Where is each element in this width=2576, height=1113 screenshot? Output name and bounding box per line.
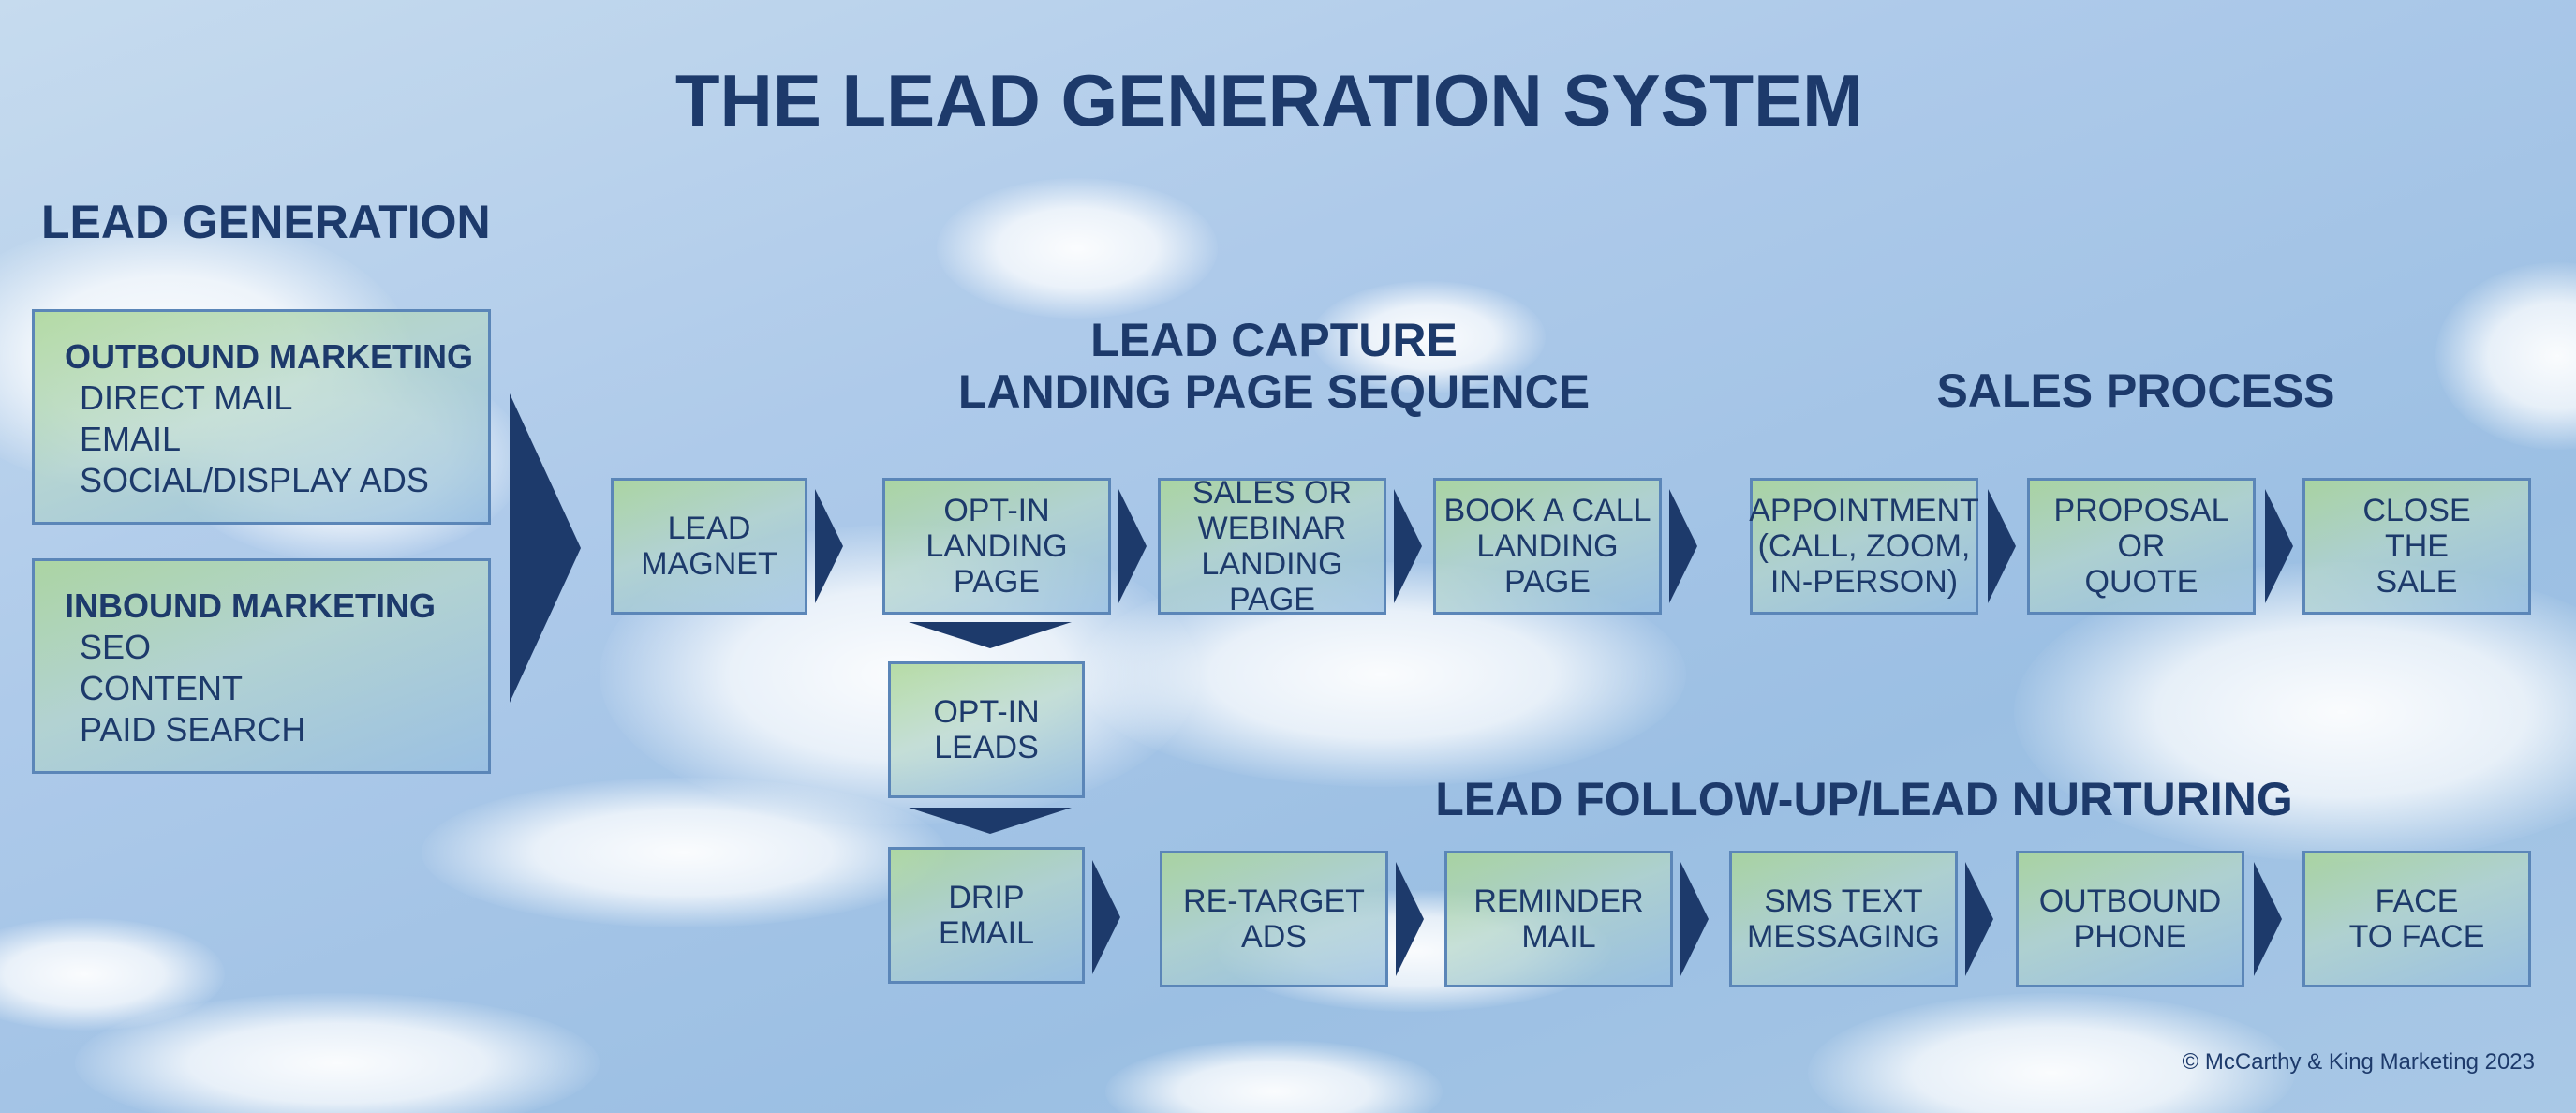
page-title-wrap: THE LEAD GENERATION SYSTEM <box>0 58 2576 143</box>
right-arrow-icon <box>1092 860 1120 974</box>
big-right-arrow-icon <box>510 393 581 703</box>
right-arrow-icon <box>1965 862 1993 976</box>
page-title: THE LEAD GENERATION SYSTEM <box>674 59 1864 141</box>
outbound-item: DIRECT MAIL <box>80 378 293 417</box>
book-a-call-landing-page-box: BOOK A CALL LANDING PAGE <box>1433 478 1662 615</box>
right-arrow-icon <box>1118 489 1147 603</box>
sales-webinar-landing-page-box: SALES OR WEBINAR LANDING PAGE <box>1158 475 1386 617</box>
inbound-item: SEO <box>80 628 152 666</box>
right-arrow-icon <box>1680 862 1709 976</box>
proposal-or-quote-box: PROPOSAL OR QUOTE <box>2027 478 2256 615</box>
close-the-sale-box: CLOSE THE SALE <box>2302 478 2531 615</box>
right-arrow-icon <box>2254 862 2282 976</box>
inbound-item: CONTENT <box>80 669 243 707</box>
heading-lead-capture: LEAD CAPTURE LANDING PAGE SEQUENCE <box>957 314 1591 418</box>
heading-sales-process: SALES PROCESS <box>1936 364 2335 417</box>
heading-follow-up: LEAD FOLLOW-UP/LEAD NURTURING <box>1435 773 2293 825</box>
inbound-marketing-title: INBOUND MARKETING <box>65 586 436 625</box>
inbound-item: PAID SEARCH <box>80 710 306 749</box>
outbound-item: EMAIL <box>80 420 182 458</box>
copyright-notice: © McCarthy & King Marketing 2023 <box>2182 1049 2535 1075</box>
lead-magnet-box: LEAD MAGNET <box>611 478 807 615</box>
down-arrow-icon <box>909 808 1072 834</box>
right-arrow-icon <box>1394 489 1422 603</box>
right-arrow-icon <box>1988 489 2016 603</box>
reminder-mail-box: REMINDER MAIL <box>1444 851 1673 987</box>
outbound-marketing-box: OUTBOUND MARKETING DIRECT MAIL EMAIL SOC… <box>32 309 491 525</box>
right-arrow-icon <box>1396 862 1424 976</box>
outbound-phone-box: OUTBOUND PHONE <box>2016 851 2244 987</box>
right-arrow-icon <box>2265 489 2293 603</box>
inbound-marketing-box: INBOUND MARKETING SEO CONTENT PAID SEARC… <box>32 558 491 774</box>
opt-in-leads-box: OPT-IN LEADS <box>888 661 1085 798</box>
heading-lead-generation: LEAD GENERATION <box>41 196 491 248</box>
right-arrow-icon <box>1669 489 1697 603</box>
sms-text-messaging-box: SMS TEXT MESSAGING <box>1729 851 1958 987</box>
drip-email-box: DRIP EMAIL <box>888 847 1085 984</box>
opt-in-landing-page-box: OPT-IN LANDING PAGE <box>882 478 1111 615</box>
re-target-ads-box: RE-TARGET ADS <box>1160 851 1388 987</box>
outbound-item: SOCIAL/DISPLAY ADS <box>80 461 429 499</box>
outbound-marketing-title: OUTBOUND MARKETING <box>65 337 473 376</box>
right-arrow-icon <box>815 489 843 603</box>
down-arrow-icon <box>909 622 1072 648</box>
face-to-face-box: FACE TO FACE <box>2302 851 2531 987</box>
appointment-box: APPOINTMENT (CALL, ZOOM, IN-PERSON) <box>1749 478 1979 615</box>
